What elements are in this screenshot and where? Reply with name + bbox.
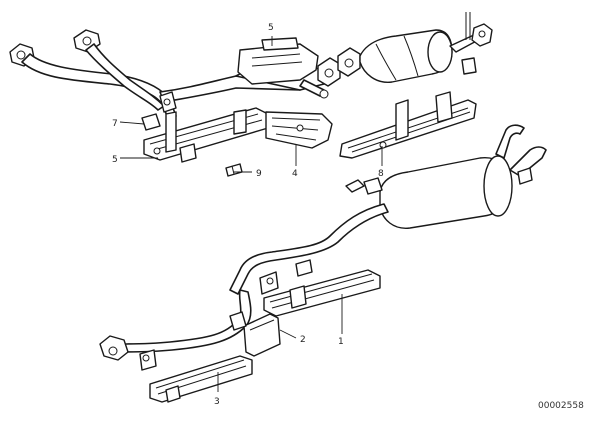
callout-4: 4	[292, 169, 298, 179]
callout-9: 9	[256, 169, 262, 179]
bracket-part-3	[139, 349, 253, 403]
rear-silencer	[345, 124, 547, 229]
bracket-part-8	[339, 91, 477, 159]
bracket-part-5	[143, 107, 269, 163]
front-flange-lower	[99, 335, 129, 361]
front-exhaust-pipes	[9, 29, 361, 119]
callout-5-left: 5	[112, 155, 118, 165]
small-clamp-part-7	[141, 91, 177, 131]
callout-5-top: 5	[268, 23, 274, 33]
callout-7: 7	[112, 119, 118, 129]
callout-8: 8	[378, 169, 384, 179]
reference-number: 00002558	[538, 401, 584, 411]
catalytic-converter	[359, 12, 493, 83]
bracket-part-4	[265, 111, 333, 149]
hanger-part-2	[229, 311, 281, 357]
callout-2: 2	[300, 335, 306, 345]
leader-lines	[119, 36, 383, 392]
bolt-part-9	[225, 163, 243, 177]
callout-1: 1	[338, 337, 344, 347]
bracket-part-1	[259, 259, 381, 317]
callout-3: 3	[214, 397, 220, 407]
